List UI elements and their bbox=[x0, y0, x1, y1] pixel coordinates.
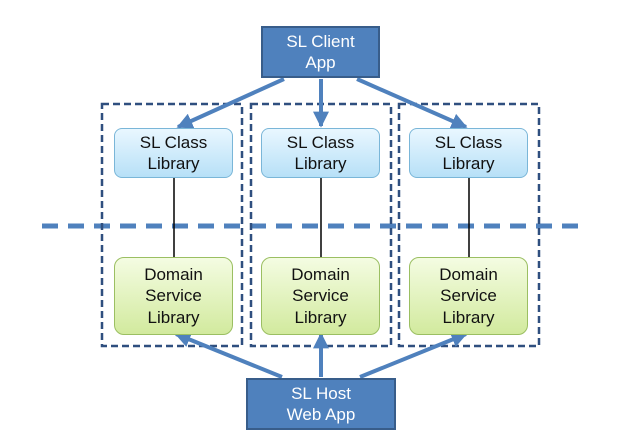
domain-service-library-3: Domain Service Library bbox=[409, 257, 528, 335]
client-arrow-1 bbox=[176, 77, 285, 129]
domain-service-library-1: Domain Service Library bbox=[114, 257, 233, 335]
sl-class-library-3: SL Class Library bbox=[409, 128, 528, 178]
host-arrow-3 bbox=[359, 331, 468, 379]
column-frame-3 bbox=[397, 102, 541, 348]
sl-class-library-1: SL Class Library bbox=[114, 128, 233, 178]
host-arrow-1 bbox=[174, 331, 283, 379]
sl-host-web-app-box: SL Host Web App bbox=[246, 378, 396, 430]
sl-class-library-2: SL Class Library bbox=[261, 128, 380, 178]
sl-client-app-box: SL Client App bbox=[261, 26, 380, 78]
domain-service-library-2: Domain Service Library bbox=[261, 257, 380, 335]
column-frame-1 bbox=[100, 102, 244, 348]
client-arrow-3 bbox=[356, 77, 468, 129]
